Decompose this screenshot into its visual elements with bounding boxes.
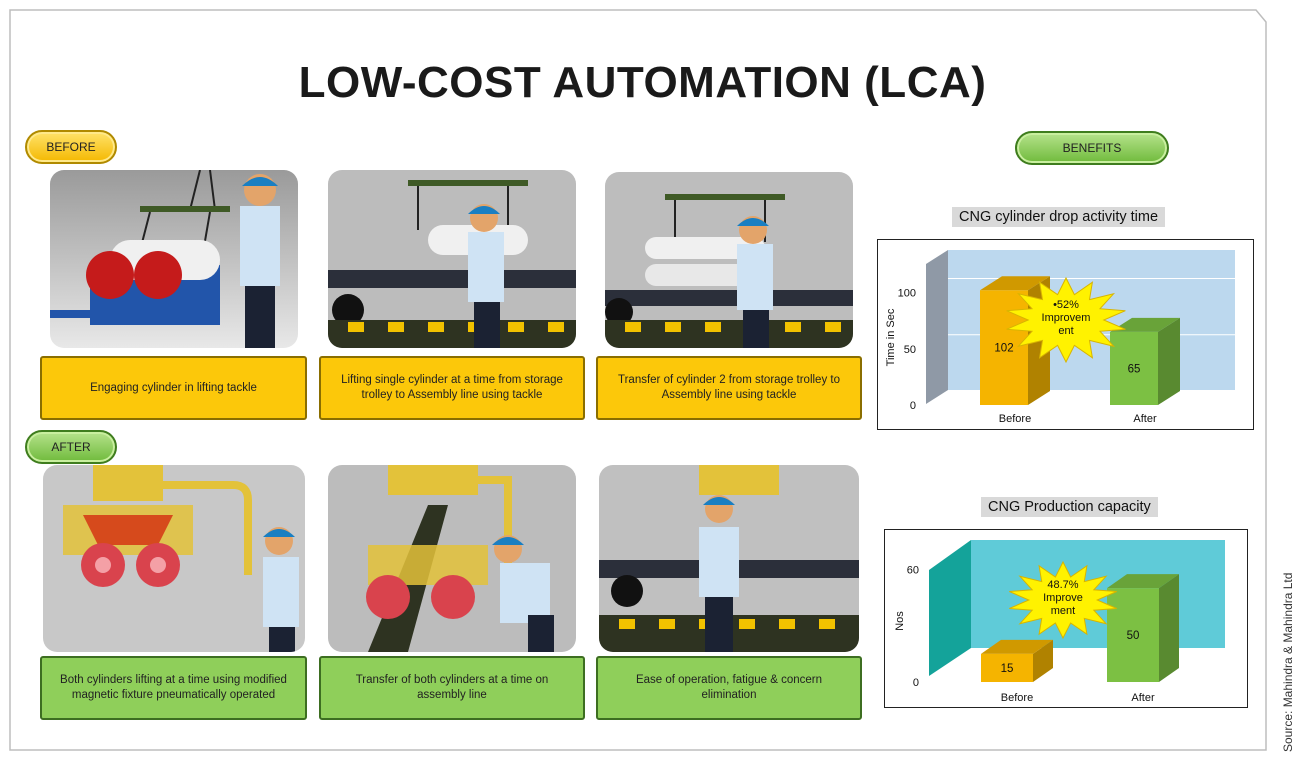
after-photo-3 <box>599 465 859 652</box>
after-step-2: Transfer of both cylinders at a time on … <box>319 656 585 720</box>
bar <box>1107 588 1159 682</box>
after-step-1: Both cylinders lifting at a time using m… <box>40 656 307 720</box>
bar-top <box>980 276 1050 291</box>
category-label: After <box>1133 413 1157 425</box>
before-photo-2 <box>328 170 576 348</box>
bar-value-label: 65 <box>1128 363 1141 375</box>
improvement-text: Improve <box>1043 592 1083 604</box>
before-photo-3 <box>605 172 853 348</box>
bar-top <box>1107 574 1179 589</box>
chart-2-title: CNG Production capacity <box>981 497 1158 517</box>
after-photo-1 <box>43 465 305 652</box>
improvement-text: •52% <box>1053 299 1079 311</box>
y-tick-label: 100 <box>898 288 916 300</box>
bar-top <box>1110 317 1180 332</box>
benefits-label: BENEFITS <box>1015 131 1169 165</box>
bar-value-label: 102 <box>994 343 1013 355</box>
improvement-text: ment <box>1051 605 1075 617</box>
after-step-3: Ease of operation, fatigue & concern eli… <box>596 656 862 720</box>
bar <box>1110 331 1158 405</box>
category-label: After <box>1131 692 1155 704</box>
category-label: Before <box>1001 692 1033 704</box>
before-step-2: Lifting single cylinder at a time from s… <box>319 356 585 420</box>
bar-value-label: 15 <box>1001 663 1014 675</box>
before-step-3: Transfer of cylinder 2 from storage trol… <box>596 356 862 420</box>
y-tick-label: 0 <box>913 677 919 689</box>
improvement-starburst <box>1006 276 1126 364</box>
bar-side <box>1033 639 1053 682</box>
chart-1-title: CNG cylinder drop activity time <box>952 207 1166 227</box>
y-tick-label: 60 <box>907 564 919 576</box>
after-label: AFTER <box>25 430 117 464</box>
bar <box>981 653 1033 682</box>
bar-side <box>1159 574 1179 682</box>
category-label: Before <box>999 413 1031 425</box>
bar-value-label: 50 <box>1127 630 1140 642</box>
chart-side-wall <box>926 250 948 404</box>
before-label: BEFORE <box>25 130 117 164</box>
after-photo-2 <box>328 465 576 652</box>
improvement-starburst <box>1009 560 1117 640</box>
page-title: LOW-COST AUTOMATION (LCA) <box>298 58 987 107</box>
before-photo-1 <box>50 170 298 348</box>
improvement-text: 48.7% <box>1047 579 1078 591</box>
y-tick-label: 50 <box>904 344 916 356</box>
improvement-text: Improvem <box>1042 312 1091 324</box>
y-tick-label: 0 <box>910 400 916 412</box>
bar-side <box>1158 317 1180 405</box>
y-axis-label: Time in Sec <box>885 308 897 366</box>
source-credit: Source: Mahindra & Mahindra Ltd <box>1281 572 1295 752</box>
before-step-1: Engaging cylinder in lifting tackle <box>40 356 307 420</box>
bar-top <box>981 639 1053 654</box>
improvement-text: ent <box>1058 325 1073 337</box>
chart-side-wall <box>929 540 971 676</box>
y-axis-label: Nos <box>894 611 906 631</box>
